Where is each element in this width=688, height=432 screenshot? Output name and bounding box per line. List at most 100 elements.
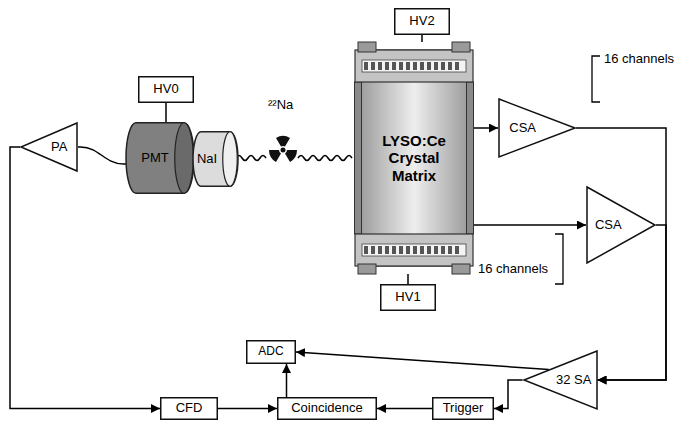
node-text: HV2 <box>409 14 434 29</box>
signal-connector <box>474 127 498 129</box>
box-border <box>278 398 377 420</box>
pmt-cylinder: PMT <box>126 122 194 194</box>
sensor-pixel <box>364 246 368 254</box>
signal-connector <box>165 103 167 122</box>
signal-connector <box>407 274 409 284</box>
sensor-pixel <box>448 62 452 70</box>
clamp-plate <box>355 234 473 266</box>
amplifier-triangle <box>21 123 77 171</box>
sensor-pixel <box>378 246 382 254</box>
sensor-pixel <box>406 62 410 70</box>
node-text: 32 SA <box>556 373 591 388</box>
nai-crystal: NaI <box>193 131 238 187</box>
text-area: PA <box>44 122 74 172</box>
csa-amplifier: CSA <box>498 98 576 158</box>
sensor-pixel <box>392 62 396 70</box>
corner-knob <box>358 42 376 52</box>
cylinder-body <box>193 132 238 187</box>
sensor-pixel <box>364 62 368 70</box>
sensor-pixel <box>413 62 417 70</box>
box-border <box>247 341 296 364</box>
signal-connector <box>377 408 432 410</box>
node-text: ADC <box>258 345 283 359</box>
corner-knob <box>452 42 470 52</box>
node-text: LYSO:Ce Crystal Matrix <box>368 132 460 184</box>
channel-bracket <box>555 234 563 284</box>
text-area: PMT <box>136 122 174 194</box>
trefoil-blade <box>276 136 290 147</box>
sensor-pixel <box>441 62 445 70</box>
node-text: CSA <box>595 218 622 233</box>
node-text: Trigger <box>443 401 484 416</box>
text-area: CSA <box>502 98 543 158</box>
text-area: HV0 <box>138 76 194 103</box>
node-text: PA <box>51 140 67 155</box>
sensor-pixel <box>371 246 375 254</box>
text-area: HV1 <box>380 284 436 311</box>
trefoil-center <box>281 148 286 153</box>
sensor-pixel <box>420 62 424 70</box>
gamma-ray <box>236 156 266 161</box>
sensor-pixel <box>427 62 431 70</box>
side-rail <box>355 82 362 234</box>
node-text: CSA <box>509 121 536 136</box>
sensor-pixel <box>420 246 424 254</box>
signal-connector <box>494 380 523 409</box>
sensor-pixel <box>448 246 452 254</box>
shaping-amp-triangle: 32 SA <box>523 350 598 410</box>
sensor-pixel <box>455 62 459 70</box>
signal-connector <box>296 352 549 370</box>
trefoil-blade <box>269 150 281 162</box>
node-text: Coincidence <box>291 401 363 416</box>
pixel-row <box>362 60 466 72</box>
sensor-pixel <box>434 246 438 254</box>
node-text: NaI <box>197 152 217 167</box>
clamp-plate <box>355 50 473 82</box>
signal-connector <box>576 128 666 380</box>
hv-supply-box: HV0 <box>138 76 194 103</box>
text-area: CFD <box>160 397 218 420</box>
box-border <box>161 398 218 420</box>
channel-count: 16 channels <box>478 262 548 277</box>
node-outline <box>20 122 78 172</box>
text-area: LYSO:Ce Crystal Matrix <box>368 92 460 224</box>
sensor-pixel <box>399 62 403 70</box>
sensor-pixel <box>378 62 382 70</box>
box-border <box>395 9 450 35</box>
trigger-box: Trigger <box>432 397 494 420</box>
text-area: ADC <box>246 340 296 364</box>
text-area: CSA <box>590 186 627 264</box>
corner-knob <box>358 264 376 274</box>
box-border <box>139 77 194 103</box>
channel-bracket <box>592 56 600 102</box>
gamma-ray <box>298 156 352 161</box>
text-area: Coincidence <box>277 397 377 420</box>
signal-connector <box>78 147 126 164</box>
isotope-label: ²²Na <box>268 98 293 113</box>
box-border <box>381 285 436 311</box>
amplifier-triangle <box>587 187 655 263</box>
signal-connector <box>218 408 277 410</box>
cylinder-face <box>222 132 237 187</box>
corner-knob <box>452 264 470 274</box>
lyso-crystal-matrix: LYSO:Ce Crystal Matrix <box>354 42 474 274</box>
channel-count: 16 channels <box>604 52 674 67</box>
side-rail <box>467 82 474 234</box>
sensor-pixel <box>427 246 431 254</box>
sensor-pixel <box>455 246 459 254</box>
cylinder-body <box>126 123 194 194</box>
signal-connector <box>421 35 423 42</box>
cylinder-face <box>175 123 194 194</box>
amplifier-triangle <box>524 351 597 409</box>
cfd-box: CFD <box>160 397 218 420</box>
text-area: NaI <box>195 131 220 187</box>
pixel-row <box>362 244 466 256</box>
hv-supply-box: HV2 <box>394 8 450 35</box>
adc-box: ADC <box>246 340 296 364</box>
csa-amplifier: CSA <box>586 186 656 264</box>
sensor-pixel <box>399 246 403 254</box>
signal-connector <box>286 364 288 397</box>
